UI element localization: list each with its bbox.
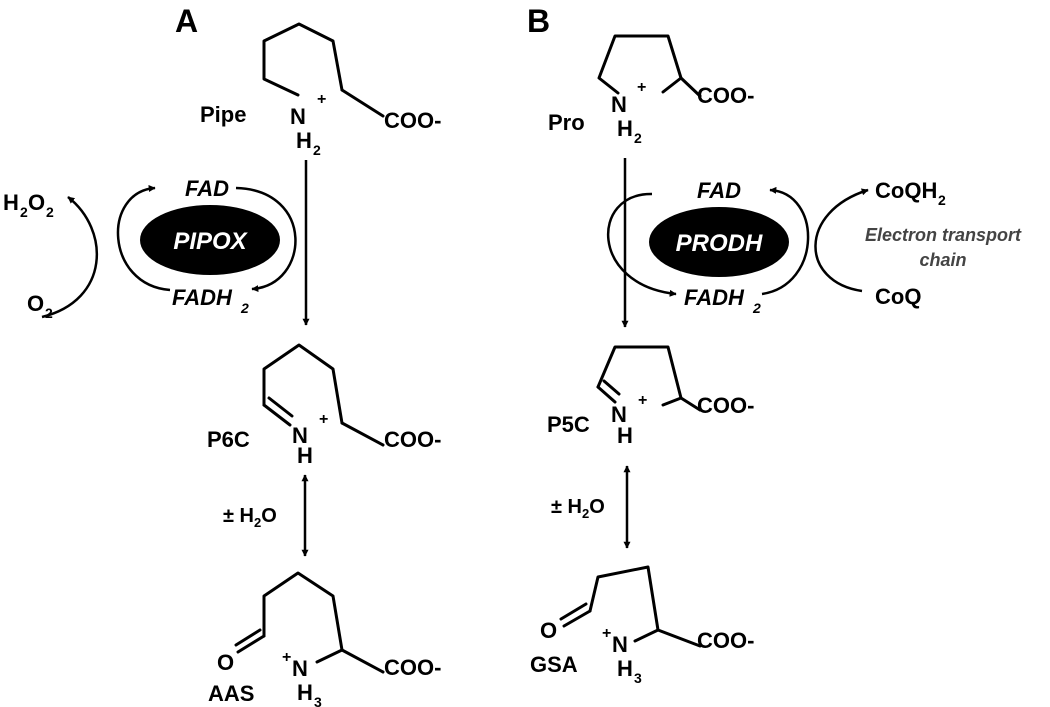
p6c-acid-bond bbox=[340, 421, 385, 447]
pipecolate-carboxylate: COO- bbox=[384, 108, 441, 133]
proline-nitrogen: N bbox=[611, 92, 627, 117]
proline-carboxylate: COO- bbox=[697, 83, 754, 108]
h2o2-sub2: 2 bbox=[46, 204, 54, 220]
pipox-fad-label: FAD bbox=[185, 176, 229, 201]
pipox-enzyme-ellipse bbox=[140, 205, 280, 275]
coqh2-sub: 2 bbox=[938, 192, 946, 208]
p6c-carboxylate: COO- bbox=[384, 427, 441, 452]
proline-h: H bbox=[617, 116, 633, 141]
coqh2-label: CoQH bbox=[875, 178, 937, 203]
p6c-charge: + bbox=[319, 411, 328, 428]
p5c-nitrogen: N bbox=[611, 402, 627, 427]
prodh-fadh2-sub: 2 bbox=[752, 300, 761, 316]
fadh2-oxidation-arc bbox=[116, 184, 171, 292]
fad-reduction-arc bbox=[235, 186, 297, 293]
proline-ring-close bbox=[661, 76, 683, 94]
pipecolate-name: Pipe bbox=[200, 102, 246, 127]
aas-acid-bond bbox=[340, 648, 385, 674]
pipox-enzyme-label: PIPOX bbox=[173, 228, 248, 255]
panel-b-label: B bbox=[527, 3, 550, 39]
panel-a-label: A bbox=[175, 3, 198, 39]
prodh-fadh2-label: FADH bbox=[684, 285, 745, 310]
aas-h-sub: 3 bbox=[314, 694, 322, 707]
aas-aldehyde-double bbox=[234, 628, 262, 647]
p5c-name: P5C bbox=[547, 412, 590, 437]
p5c-charge: + bbox=[638, 392, 647, 409]
aas-h: H bbox=[297, 680, 313, 705]
aas-nitrogen: N bbox=[292, 656, 308, 681]
pipecolate-nitrogen: N bbox=[290, 104, 306, 129]
gsa-amine-bond bbox=[633, 628, 660, 643]
p5c-h: H bbox=[617, 423, 633, 448]
panel-a: A N + H 2 COO- Pipe PIPOX FAD FADH 2 H 2… bbox=[3, 3, 441, 707]
h2o2-h: H bbox=[3, 190, 19, 215]
prodh-fad-label: FAD bbox=[697, 178, 741, 203]
proline-ring-bonds bbox=[597, 34, 702, 98]
p5c-hydration-label: ± H2O bbox=[551, 496, 605, 521]
p5c-ring-close bbox=[661, 396, 683, 407]
p6c-imine-double bbox=[267, 396, 294, 418]
h2o2-sub1: 2 bbox=[20, 204, 28, 220]
aas-charge: + bbox=[282, 649, 291, 666]
proline-h-sub: 2 bbox=[634, 130, 642, 146]
p5c-structure: N + H COO- P5C bbox=[547, 345, 754, 448]
proline-structure: N + H 2 COO- Pro bbox=[548, 34, 754, 146]
p6c-hydration-label: ± H2O bbox=[223, 505, 277, 530]
aas-chain-bonds bbox=[262, 571, 344, 652]
p5c-imine-bond bbox=[596, 385, 617, 404]
gsa-chain-bonds bbox=[588, 565, 702, 648]
pipox-fadh2-label: FADH bbox=[172, 285, 233, 310]
etc-label-line2: chain bbox=[919, 250, 966, 270]
p5c-imine-double bbox=[602, 379, 621, 396]
aas-aldehyde-bond bbox=[236, 634, 266, 654]
gsa-charge: + bbox=[602, 625, 611, 642]
p6c-nitrogen: N bbox=[292, 423, 308, 448]
prodh-cycle: PRODH FAD FADH 2 Electron transport chai… bbox=[606, 178, 1022, 316]
aas-amine-bond bbox=[315, 648, 344, 664]
proline-name: Pro bbox=[548, 110, 585, 135]
pipecolate-ring-bonds bbox=[262, 22, 344, 97]
oxygen-label: O bbox=[27, 291, 44, 316]
proline-charge: + bbox=[637, 79, 646, 96]
pipecolate-structure: N + H 2 COO- Pipe bbox=[200, 22, 441, 158]
prodh-enzyme-label: PRODH bbox=[676, 230, 763, 257]
pipox-cycle: PIPOX FAD FADH 2 H 2 O 2 O 2 bbox=[3, 176, 297, 321]
gsa-oxygen: O bbox=[540, 618, 557, 643]
p6c-ring-bonds bbox=[262, 343, 344, 425]
p6c-name: P6C bbox=[207, 427, 250, 452]
gsa-name: GSA bbox=[530, 652, 578, 677]
prodh-enzyme-ellipse bbox=[649, 207, 789, 277]
pipox-fadh2-sub: 2 bbox=[240, 300, 249, 316]
pipecolate-h-sub: 2 bbox=[313, 142, 321, 158]
coq-label: CoQ bbox=[875, 284, 921, 309]
oxygen-reduction-arc bbox=[41, 196, 99, 319]
gsa-nitrogen: N bbox=[612, 632, 628, 657]
aas-name: AAS bbox=[208, 681, 254, 706]
etc-label-line1: Electron transport bbox=[865, 225, 1022, 245]
gsa-aldehyde-double bbox=[559, 602, 588, 621]
aas-carboxylate: COO- bbox=[384, 655, 441, 680]
p5c-carboxylate: COO- bbox=[697, 393, 754, 418]
gsa-aldehyde-bond bbox=[562, 609, 592, 628]
pipecolate-h: H bbox=[296, 128, 312, 153]
p6c-imine-bond bbox=[262, 403, 292, 427]
coq-reduction-arc bbox=[814, 188, 869, 293]
p6c-structure: N + H COO- P6C bbox=[207, 343, 441, 468]
fad-reduction-arc-b bbox=[606, 192, 677, 297]
p5c-ring-bonds bbox=[596, 345, 702, 412]
gsa-h: H bbox=[617, 656, 633, 681]
h2o2-o: O bbox=[28, 190, 45, 215]
panel-b: B N + H 2 COO- Pro PRODH FAD FADH 2 Elec… bbox=[527, 3, 1022, 686]
pipecolate-acid-bond bbox=[340, 88, 385, 118]
gsa-structure: O + N H 3 COO- GSA bbox=[530, 565, 754, 686]
pipecolate-charge: + bbox=[317, 91, 326, 108]
aas-oxygen: O bbox=[217, 650, 234, 675]
aas-structure: O + N H 3 COO- AAS bbox=[208, 571, 441, 707]
p6c-h: H bbox=[297, 443, 313, 468]
oxygen-sub: 2 bbox=[45, 305, 53, 321]
gsa-carboxylate: COO- bbox=[697, 628, 754, 653]
fadh2-oxidation-arc-b bbox=[761, 186, 810, 296]
gsa-h-sub: 3 bbox=[634, 670, 642, 686]
